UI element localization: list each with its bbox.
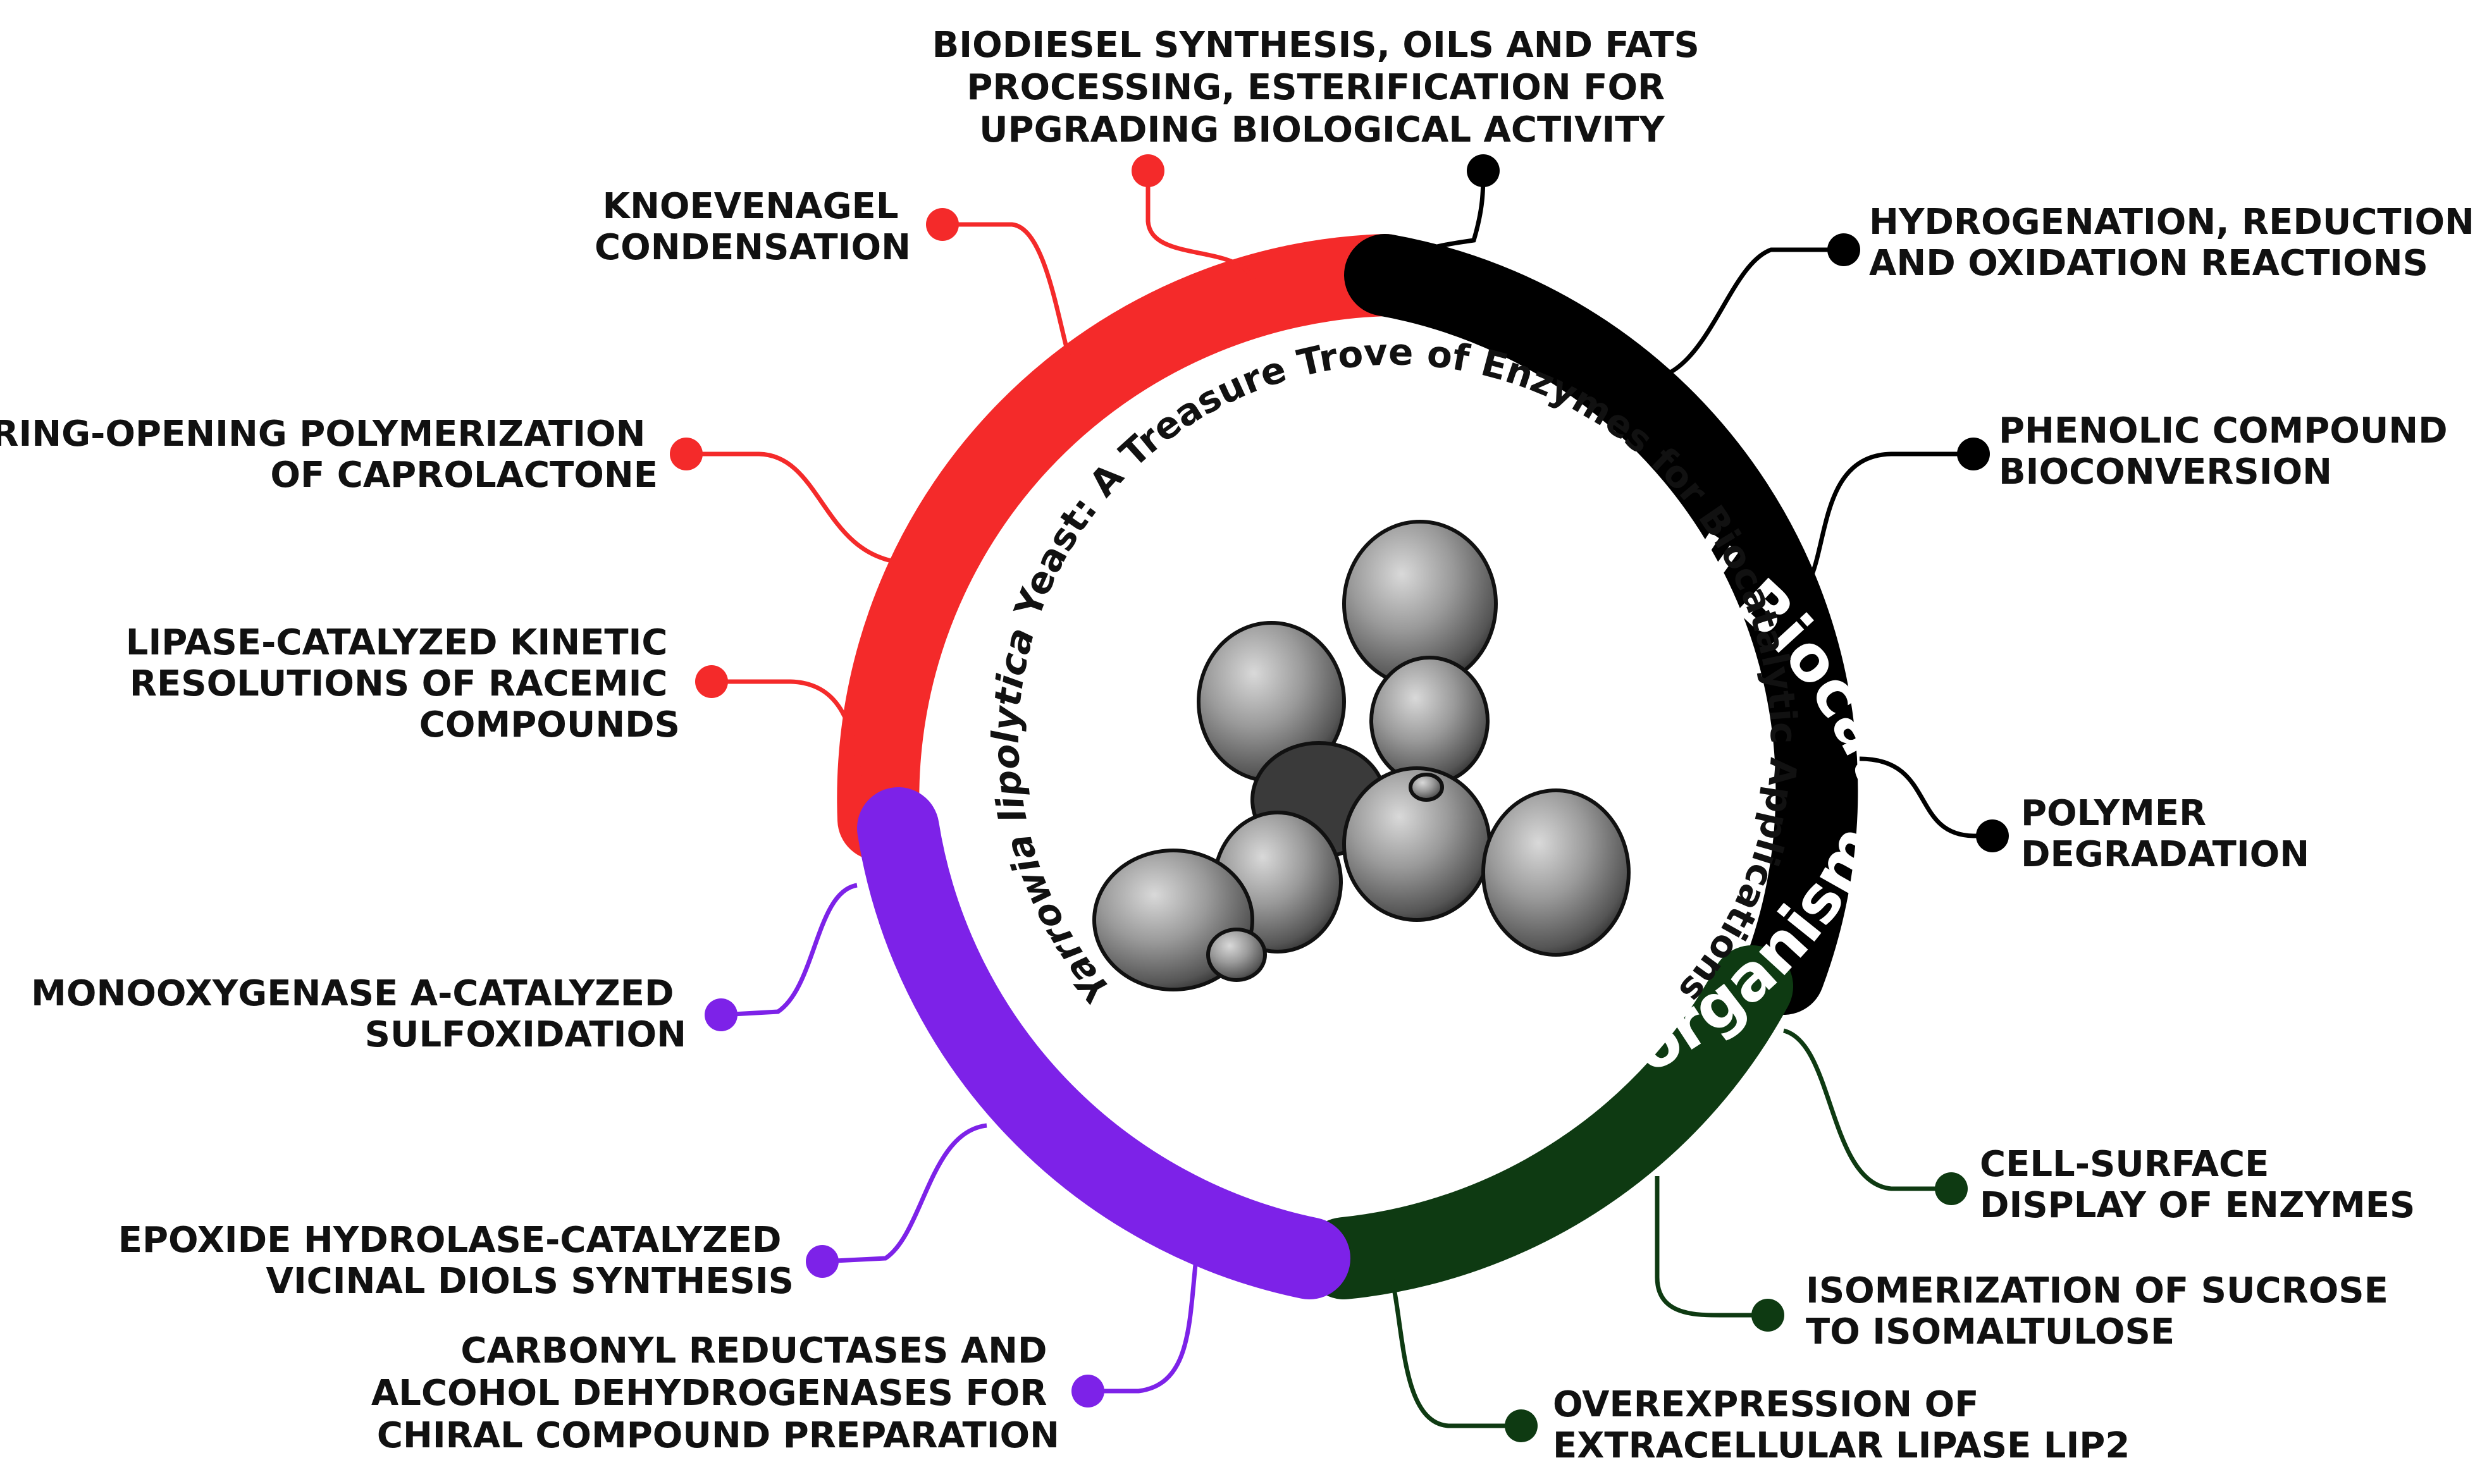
connector-polymer [1859,756,1992,838]
label-kinetic: LIPASE-CATALYZED KINETIC RESOLUTIONS OF … [126,622,680,745]
segment-whole-cell-arc [1344,234,1858,1015]
connector-phenolic [1806,451,1973,583]
segment-other-arc [857,787,1350,1299]
connector-isomerization [1655,1176,1768,1318]
label-knoevenagel: KNOEVENAGEL CONDENSATION [595,186,911,268]
label-biodiesel: BIODIESEL SYNTHESIS, OILS AND FATS PROCE… [932,25,1712,150]
application-labels: BIODIESEL SYNTHESIS, OILS AND FATS PROCE… [0,25,2475,1466]
label-isomerization: ISOMERIZATION OF SUCROSE TO ISOMALTULOSE [1806,1270,2400,1352]
label-epoxide: EPOXIDE HYDROLASE-CATALYZED VICINAL DIOL… [118,1220,794,1302]
connector-hydrogenation [1644,247,1844,382]
dot-ring-opening [670,438,703,470]
dot-overexpression [1505,1409,1538,1442]
connector-monooxygenase [720,883,858,1017]
connector-biodiesel [1145,171,1258,288]
ring [837,234,1858,1299]
label-overexpression: OVEREXPRESSION OF EXTRACELLULAR LIPASE L… [1553,1384,2130,1466]
label-carbonyl: CARBONYL REDUCTASES AND ALCOHOL DEHYDROG… [371,1330,1059,1456]
connector-epoxide [822,1123,987,1264]
dot-isomerization [1751,1299,1784,1332]
connector-carbonyl [1088,1264,1198,1394]
label-cell-surface: CELL-SURFACE DISPLAY OF ENZYMES [1980,1144,2415,1226]
dot-polymer [1976,819,2009,852]
dot-hydrogenation [1827,233,1860,266]
connector-overexpression [1389,1277,1521,1428]
dot-whole-cell-top [1467,154,1500,187]
connector-cell-surface [1782,1028,1951,1191]
label-monooxygenase: MONOOXYGENASE A-CATALYZED SULFOXIDATION [31,973,686,1055]
label-polymer: POLYMER DEGRADATION [2021,793,2309,875]
connector-whole-cell-top [1389,170,1486,288]
dot-carbonyl [1071,1375,1104,1407]
dot-kinetic [695,665,728,698]
segment-lipases-arc [837,234,1426,861]
segment-host-arc [1303,945,1793,1299]
connectors [686,170,1992,1428]
dot-epoxide [806,1245,839,1278]
label-hydrogenation: HYDROGENATION, REDUCTION AND OXIDATION R… [1869,202,2475,284]
dot-phenolic [1957,438,1990,470]
endpoint-dots [670,154,2009,1442]
label-ring-opening: RING-OPENING POLYMERIZATION OF CAPROLACT… [0,414,658,496]
connector-knoevenagel [942,222,1071,358]
dot-monooxygenase [705,998,738,1031]
dot-biodiesel [1132,154,1164,187]
connector-kinetic [712,679,863,782]
dot-cell-surface [1935,1172,1968,1205]
connector-ring-opening [686,451,905,565]
label-phenolic: PHENOLIC COMPOUND BIOCONVERSION [1999,410,2460,493]
yeast-cells-image [1092,520,1631,991]
dot-knoevenagel [926,208,959,241]
